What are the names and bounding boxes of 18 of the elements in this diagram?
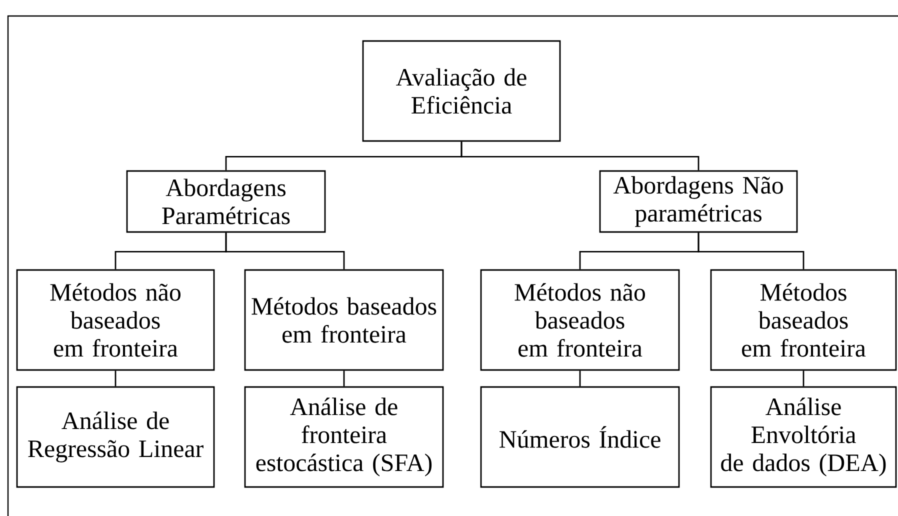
connector-line (698, 232, 804, 270)
box: Abordagens Não paramétricas (599, 170, 798, 233)
box: Números Índice (480, 386, 680, 488)
connector-line (225, 232, 345, 270)
connector-line (579, 370, 581, 386)
box: Abordagens Paramétricas (126, 170, 326, 233)
connector-line (460, 142, 700, 170)
box: Análise de Regressão Linear (16, 386, 215, 488)
box: Avaliação de Eficiência (362, 40, 561, 142)
box: Métodos não baseados em fronteira (16, 269, 215, 371)
box: Métodos baseados em fronteira (244, 269, 444, 371)
box: Métodos não baseados em fronteira (480, 269, 680, 371)
box: Análise Envoltória de dados (DEA) (710, 386, 897, 488)
connector-line (802, 370, 804, 386)
connector-line (114, 370, 116, 386)
connector-line (343, 370, 345, 386)
box: Análise de fronteira estocástica (SFA) (244, 386, 444, 488)
box: Métodos baseados em fronteira (710, 269, 897, 371)
